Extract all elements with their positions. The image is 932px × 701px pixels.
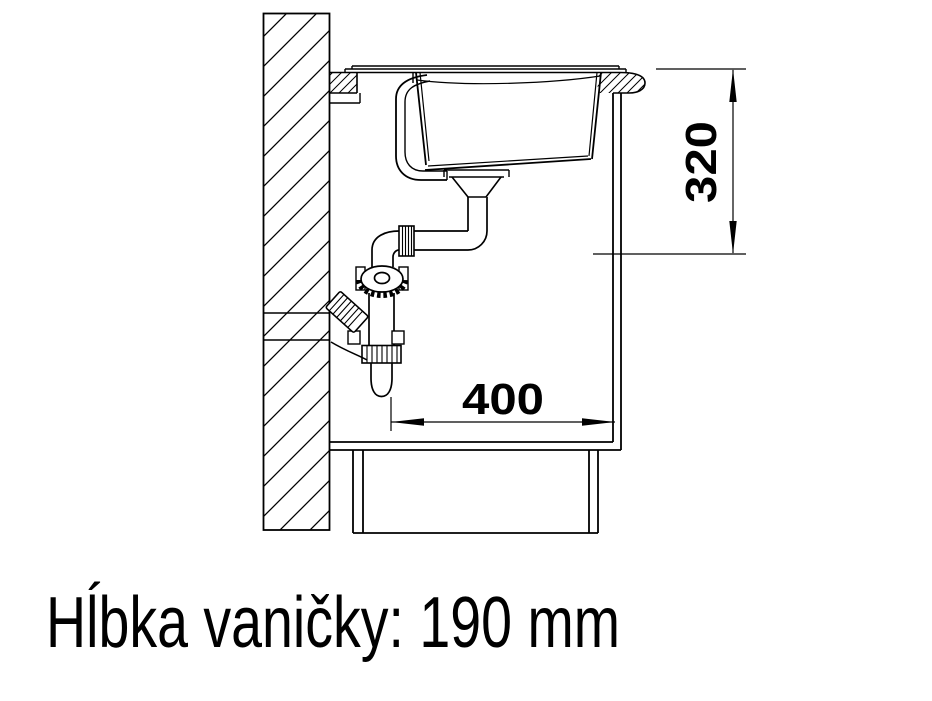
overflow-pipe: [395, 74, 448, 181]
knob-hole: [373, 271, 391, 285]
sink-basin: [415, 72, 602, 171]
arrow-right-icon: [582, 418, 615, 426]
dimension-vertical-320: 320: [593, 68, 746, 255]
knurled-teeth: [356, 279, 408, 298]
drain-assembly: [443, 169, 510, 198]
tailpipe-elbow: [371, 197, 488, 267]
countertop: [329, 71, 646, 104]
compression-nut: [398, 225, 415, 257]
siphon-trap: [330, 293, 405, 398]
caption-text: Hĺbka vaničky: 190 mm: [46, 581, 620, 663]
countertop-left-block: [329, 72, 357, 93]
wall-outlet-pipe: [263, 312, 330, 341]
cabinet: [329, 93, 622, 451]
countertop-bullnose: [597, 72, 645, 93]
cabinet-side-panel: [612, 93, 622, 450]
sink-rim: [344, 65, 627, 83]
arrow-left-icon: [391, 418, 424, 426]
plinth: [352, 450, 599, 534]
valve-knob: [355, 265, 409, 298]
support-batten: [329, 93, 361, 104]
caption: Hĺbka vaničky: 190 mm: [46, 581, 620, 663]
dimension-horizontal-400: 400: [390, 375, 615, 431]
wall-section: [262, 12, 331, 531]
arrow-down-icon: [729, 221, 737, 254]
wall-connector: [325, 291, 369, 333]
trap-u-cap: [370, 377, 393, 398]
arrow-up-icon: [729, 69, 737, 102]
cabinet-bottom-panel: [329, 441, 621, 451]
dimension-vertical-label: 320: [677, 121, 726, 203]
dimension-horizontal-label: 400: [462, 375, 544, 424]
